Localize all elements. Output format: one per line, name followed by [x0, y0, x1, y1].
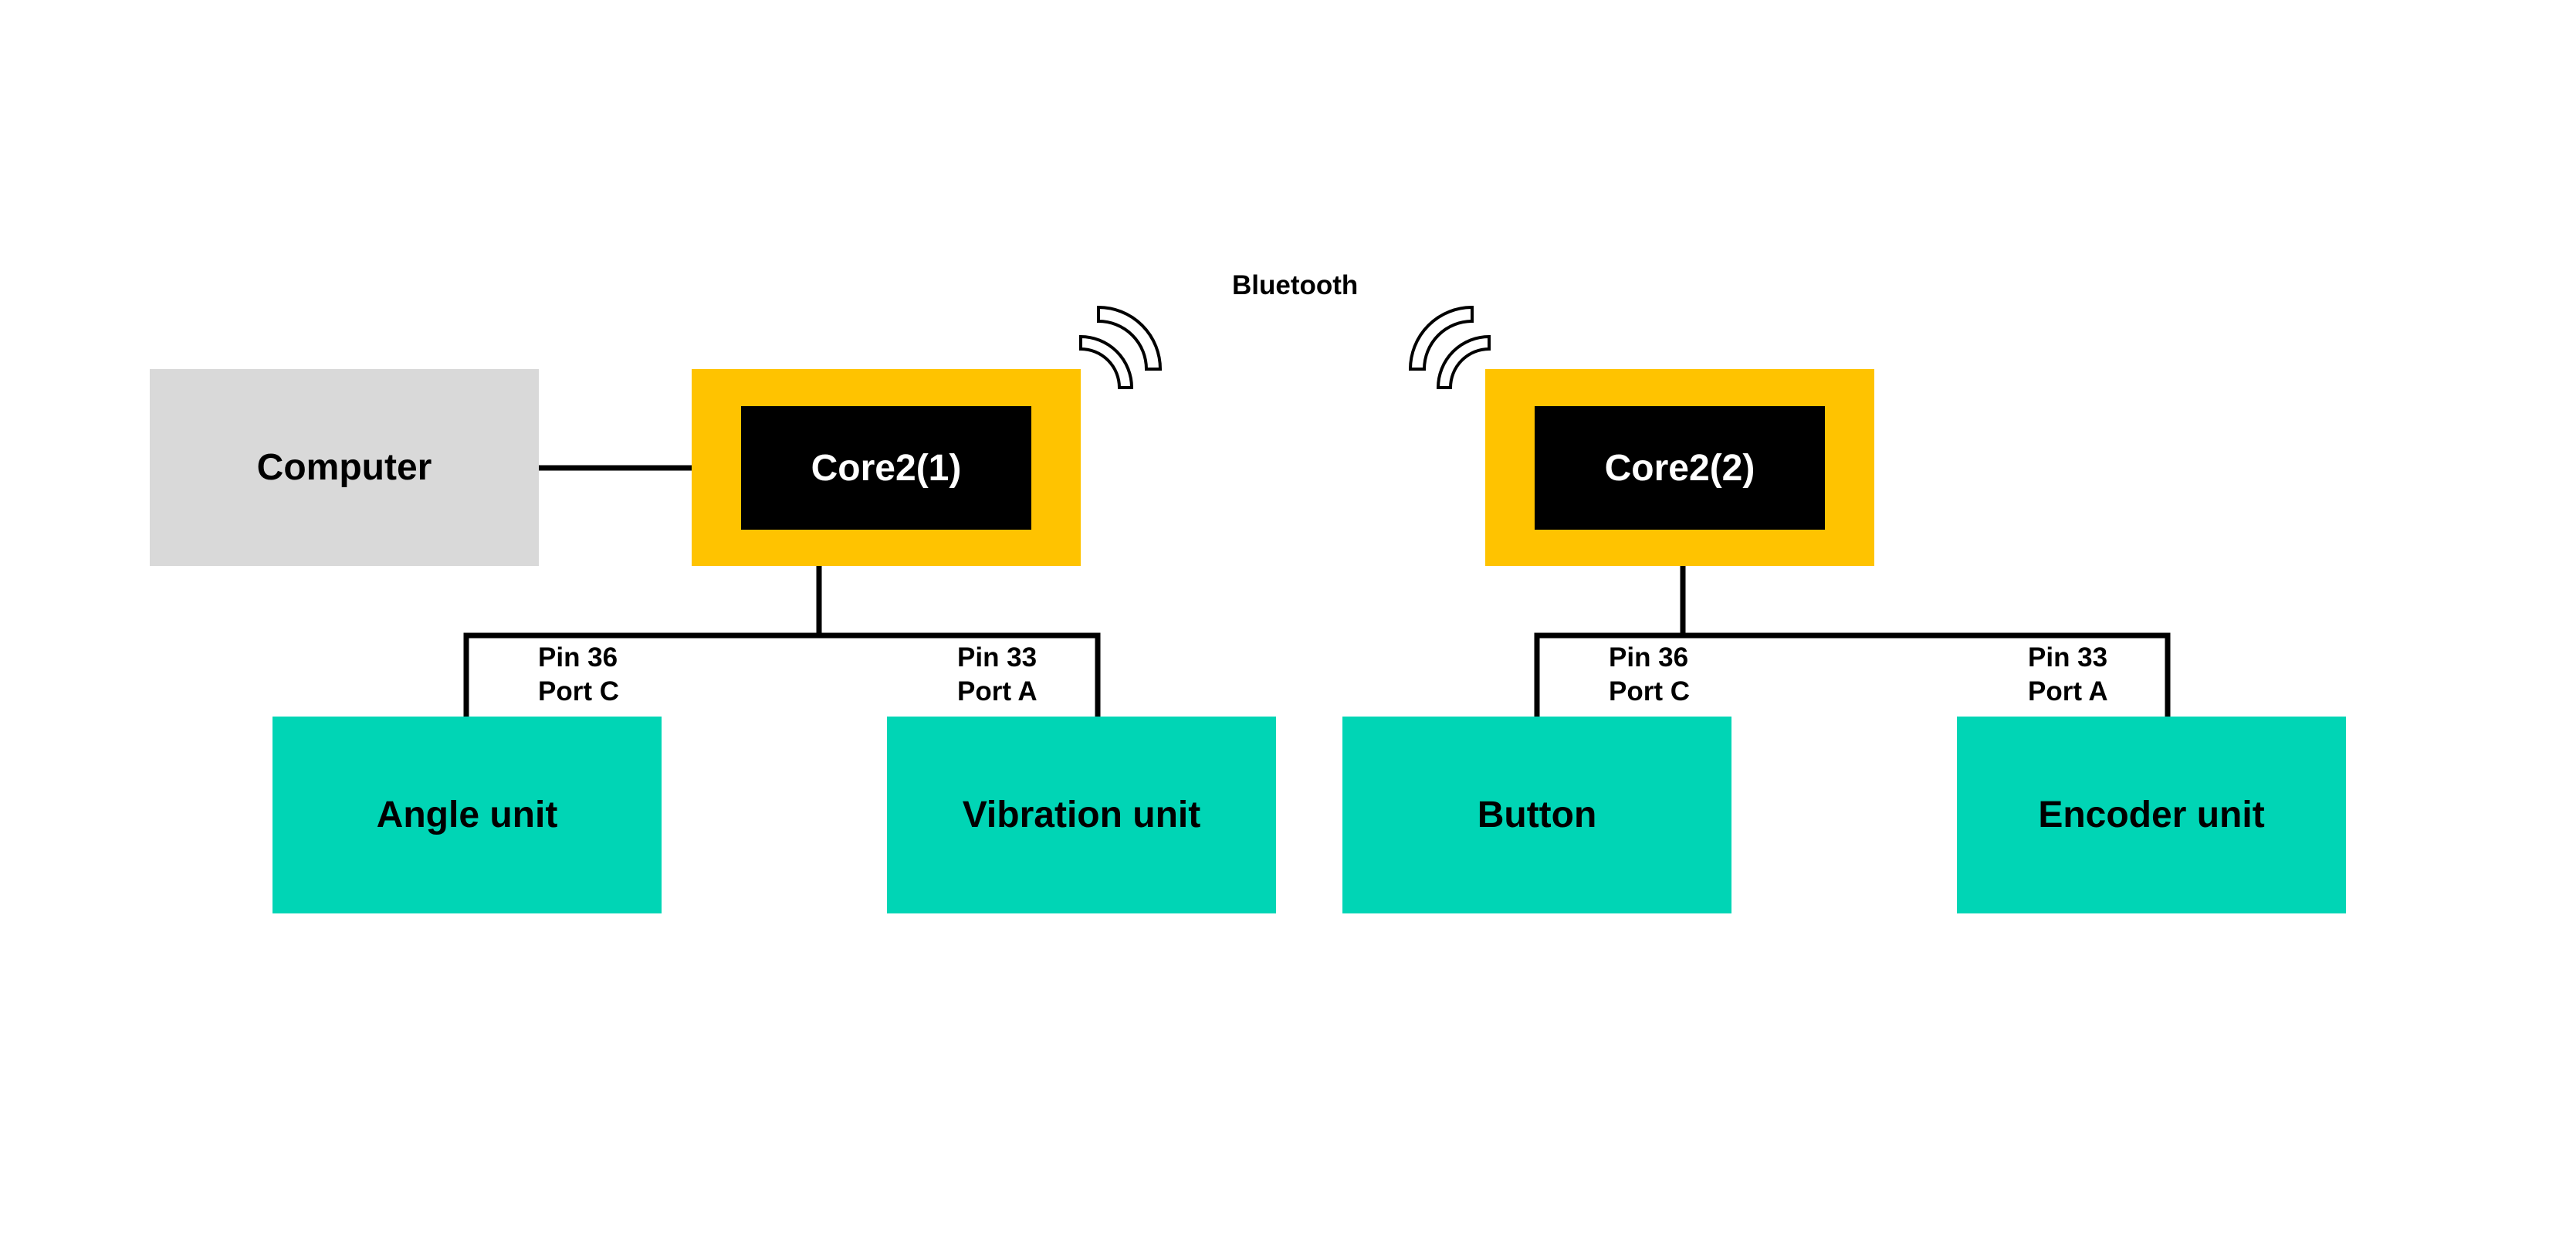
- core1-screen: Core2(1): [741, 406, 1031, 530]
- signal-icon-right: [1408, 305, 1491, 389]
- core2-label: Core2(2): [1604, 447, 1755, 489]
- core1-left-pin-label: Pin 36 Port C: [538, 641, 619, 709]
- angle-unit-label: Angle unit: [376, 795, 558, 835]
- button-node: Button: [1342, 717, 1731, 913]
- core1-left-port: Port C: [538, 676, 619, 707]
- vibration-unit-label: Vibration unit: [962, 795, 1201, 835]
- core1-right-pin-label: Pin 33 Port A: [957, 641, 1038, 709]
- button-label: Button: [1477, 795, 1597, 835]
- core2-screen: Core2(2): [1535, 406, 1825, 530]
- core2-right-pin-label: Pin 33 Port A: [2028, 641, 2108, 709]
- core2-left-port: Port C: [1609, 676, 1690, 707]
- computer-node: Computer: [150, 369, 539, 566]
- core1-branch: [463, 632, 1101, 717]
- core1-right-pin: Pin 33: [957, 642, 1038, 673]
- core2-right-pin: Pin 33: [2028, 642, 2108, 673]
- angle-unit-node: Angle unit: [272, 717, 662, 913]
- core2-node: Core2(2): [1485, 369, 1874, 566]
- core2-right-port: Port A: [2028, 676, 2108, 707]
- computer-label: Computer: [256, 447, 432, 488]
- vibration-unit-node: Vibration unit: [887, 717, 1276, 913]
- core1-left-pin: Pin 36: [538, 642, 618, 673]
- core2-left-pin: Pin 36: [1609, 642, 1689, 673]
- core1-right-port: Port A: [957, 676, 1038, 707]
- core2-branch: [1534, 632, 2171, 717]
- encoder-unit-node: Encoder unit: [1957, 717, 2346, 913]
- signal-icon-left: [1079, 305, 1163, 389]
- encoder-unit-label: Encoder unit: [2038, 795, 2265, 835]
- core2-left-pin-label: Pin 36 Port C: [1609, 641, 1690, 709]
- core1-node: Core2(1): [692, 369, 1081, 566]
- core1-label: Core2(1): [811, 447, 962, 489]
- bluetooth-label: Bluetooth: [1232, 270, 1359, 300]
